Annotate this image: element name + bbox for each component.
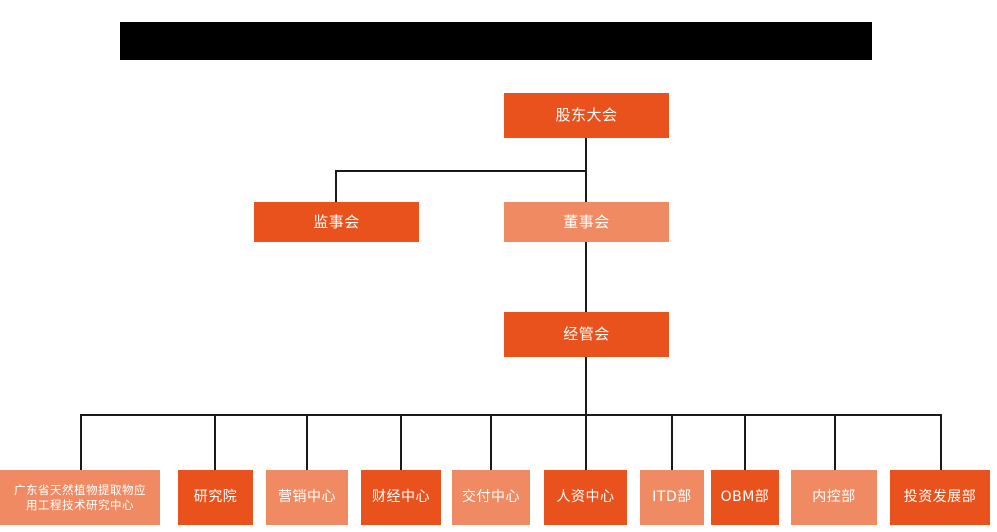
node-department-itd[interactable]: ITD部 [640,470,704,525]
node-label: 监事会 [313,212,360,231]
node-label: ITD部 [652,488,692,505]
node-label: 经管会 [563,325,610,344]
node-department-internal-control[interactable]: 内控部 [791,470,877,525]
connector-tier2-horizontal [335,170,586,172]
node-department-research-institute[interactable]: 研究院 [178,470,253,525]
node-label: 董事会 [563,212,610,231]
node-department-research-center[interactable]: 广东省天然植物提取物应 用工程技术研究中心 [0,470,160,525]
connector-drop-dept-5 [490,414,492,470]
connector-to-directors [585,170,587,202]
connector-drop-dept-8 [744,414,746,470]
node-label: 交付中心 [462,488,520,505]
connector-drop-dept-2 [214,414,216,470]
node-board-of-supervisors[interactable]: 监事会 [254,202,419,242]
node-board-of-directors[interactable]: 董事会 [504,202,669,242]
connector-shareholders-down [585,138,587,171]
node-department-finance-center[interactable]: 财经中心 [361,470,441,525]
connector-drop-dept-7 [671,414,673,470]
connector-drop-dept-9 [834,414,836,470]
node-label: OBM部 [720,488,770,505]
node-label: 财经中心 [372,488,430,505]
connector-drop-dept-4 [400,414,402,470]
connector-drop-dept-10 [940,414,942,470]
node-department-investment-development[interactable]: 投资发展部 [890,470,990,525]
redacted-title-bar [120,22,872,60]
connector-directors-to-mgmt [585,242,587,312]
node-label: 营销中心 [278,488,336,505]
node-label: 广东省天然植物提取物应 用工程技术研究中心 [14,483,146,512]
node-department-obm[interactable]: OBM部 [711,470,779,525]
connector-drop-dept-1 [80,414,82,470]
connector-to-supervisors [335,170,337,202]
node-label: 股东大会 [555,106,618,125]
connector-drop-dept-6 [585,414,587,470]
node-shareholders-meeting[interactable]: 股东大会 [504,93,669,138]
node-department-marketing-center[interactable]: 营销中心 [266,470,348,525]
node-label: 投资发展部 [903,488,977,505]
connector-drop-dept-3 [306,414,308,470]
connector-department-bus [80,414,940,416]
node-management-committee[interactable]: 经管会 [504,312,669,357]
node-department-delivery-center[interactable]: 交付中心 [452,470,530,525]
node-label: 研究院 [193,488,238,505]
node-department-hr-center[interactable]: 人资中心 [544,470,627,525]
node-label: 内控部 [812,488,856,505]
connector-mgmt-down [585,357,587,415]
node-label: 人资中心 [556,488,615,505]
